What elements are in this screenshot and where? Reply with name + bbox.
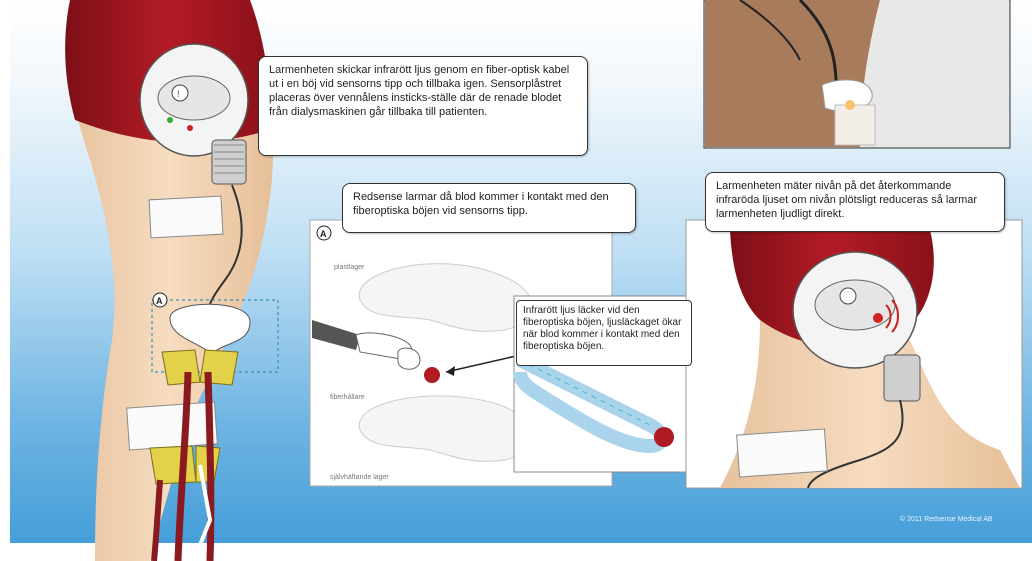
- callout-detail-text: Infrarött ljus läcker vid den fiberoptis…: [523, 305, 681, 352]
- callout-right-text: Larmenheten mäter nivån på det återkomma…: [716, 180, 977, 220]
- callout-detail: Infrarött ljus läcker vid den fiberoptis…: [516, 300, 692, 366]
- label-middle-layer: fiberhållare: [330, 394, 365, 401]
- callout-top: Larmenheten skickar infrarött ljus genom…: [258, 56, 588, 156]
- photo-top-right: [704, 0, 1010, 148]
- tape-lower: [127, 402, 218, 450]
- blood-tube-2: [208, 372, 211, 561]
- label-top-layer: plastlager: [334, 264, 364, 271]
- right-panel: [686, 220, 1022, 488]
- marker-a-left: A: [156, 296, 163, 306]
- tape-upper: [149, 196, 223, 238]
- callout-middle-text: Redsense larmar då blod kommer i kontakt…: [353, 191, 609, 217]
- callout-right: Larmenheten mäter nivån på det återkomma…: [705, 172, 1005, 232]
- marker-a-panel: A: [320, 229, 327, 239]
- callout-middle: Redsense larmar då blod kommer i kontakt…: [342, 183, 636, 233]
- svg-text:!: !: [177, 89, 180, 99]
- copyright: © 2011 Redsense Medical AB: [900, 516, 993, 523]
- callout-top-text: Larmenheten skickar infrarött ljus genom…: [269, 64, 569, 118]
- label-bottom-layer: självhäftande lager: [330, 474, 389, 481]
